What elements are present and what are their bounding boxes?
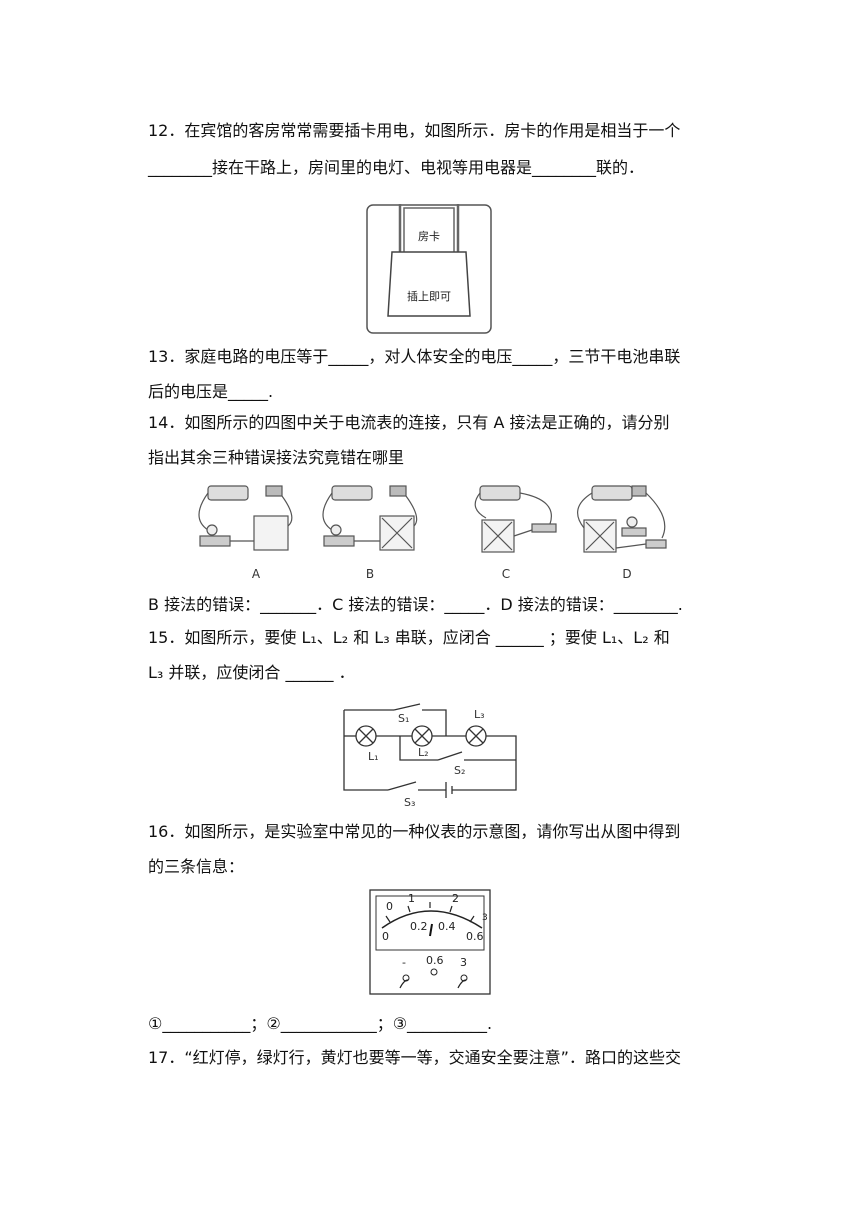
label-l2: L₂ (418, 746, 429, 759)
q16-line2: 的三条信息： (148, 857, 245, 876)
scale-bottom-0: 0 (382, 930, 389, 943)
figure-label-c: C (502, 567, 510, 581)
q16-answer-line: ①___________；②____________；③__________. (148, 1014, 493, 1033)
q14-line1: 14．如图所示的四图中关于电流表的连接，只有 A 接法是正确的，请分别 (148, 413, 670, 432)
q12-line1: 12．在宾馆的客房常常需要插卡用电，如图所示．房卡的作用是相当于一个 (148, 121, 681, 140)
terminal-3-label: 3 (460, 956, 467, 969)
q13-line1: 13．家庭电路的电压等于_____，对人体安全的电压_____，三节干电池串联 (148, 347, 681, 366)
q15-line1: 15．如图所示，要使 L₁、L₂ 和 L₃ 串联，应闭合 ______ ；要使 … (148, 628, 670, 647)
scale-top-1: 1 (408, 892, 415, 905)
q14-answer-line: B 接法的错误：_______．C 接法的错误：_____．D 接法的错误：__… (148, 595, 683, 614)
terminal-06-label: 0.6 (426, 954, 444, 967)
scale-top-3: 3 (482, 913, 488, 923)
q17-line1: 17．“红灯停，绿灯行，黄灯也要等一等，交通安全要注意”．路口的这些交 (148, 1048, 681, 1067)
circuit-diagram: S₁ L₁ L₂ L₃ S₂ S₃ (343, 703, 517, 809)
q16-line1: 16．如图所示，是实验室中常见的一种仪表的示意图，请你写出从图中得到 (148, 822, 681, 841)
figure-label-d: D (622, 567, 631, 581)
label-l3: L₃ (474, 708, 485, 721)
label-l1: L₁ (368, 750, 379, 763)
q14-line2: 指出其余三种错误接法究竟错在哪里 (148, 448, 405, 467)
room-card-figure: 房卡 插上即可 (366, 204, 492, 334)
q15-line2: L₃ 并联，应使闭合 ______ ． (148, 663, 355, 682)
label-s1: S₁ (398, 712, 409, 725)
label-s2: S₂ (454, 764, 465, 777)
scale-top-0: 0 (386, 900, 393, 913)
label-s3: S₃ (404, 796, 415, 809)
card-label: 房卡 (418, 230, 440, 243)
scale-bottom-02: 0.2 (410, 920, 428, 933)
terminal-minus-label: - (402, 956, 406, 969)
q12-line2: ________接在干路上，房间里的电灯、电视等用电器是________联的． (148, 158, 645, 177)
ammeter-figure: 0 1 2 3 0 0.2 0.4 0.6 - 0.6 3 (369, 889, 491, 995)
scale-bottom-06: 0.6 (466, 930, 484, 943)
scale-top-2: 2 (452, 892, 459, 905)
q13-line2: 后的电压是_____. (148, 382, 274, 401)
scale-bottom-04: 0.4 (438, 920, 456, 933)
figure-label-a: A (252, 567, 261, 581)
figure-label-b: B (366, 567, 374, 581)
slot-label: 插上即可 (407, 289, 451, 303)
ammeter-connection-figures: A B C D (198, 485, 667, 581)
